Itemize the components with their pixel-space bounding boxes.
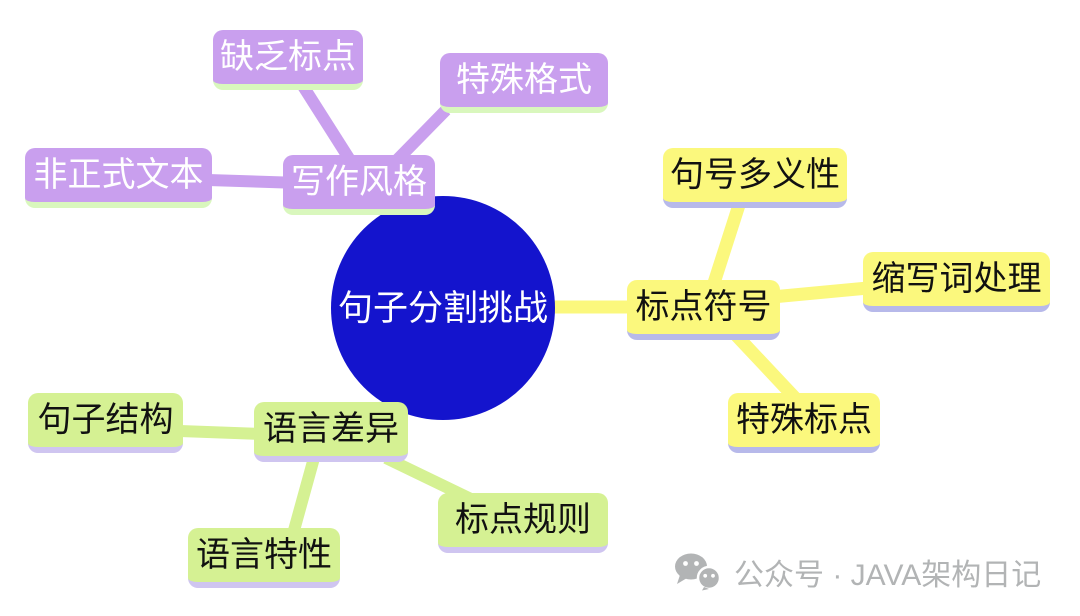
node-label: 缩写词处理: [871, 260, 1042, 298]
node-label: 句号多义性: [670, 156, 840, 194]
node-label: 语言特性: [196, 536, 332, 574]
wechat-icon: [675, 553, 722, 591]
link-abbreviation-handling: [771, 281, 869, 304]
watermark: 公众号 · JAVA架构日记: [674, 550, 1041, 594]
node-label: 写作风格: [291, 163, 427, 201]
node-special-punctuation: 特殊标点: [728, 393, 880, 453]
node-abbreviation-handling: 缩写词处理: [863, 252, 1050, 312]
node-label: 特殊格式: [456, 61, 592, 99]
node-special-format: 特殊格式: [440, 53, 608, 113]
node-label: 缺乏标点: [220, 38, 356, 76]
node-language-features: 语言特性: [188, 528, 340, 588]
node-informal-text: 非正式文本: [25, 148, 212, 208]
link-lack-punctuation: [297, 82, 356, 164]
node-period-ambiguity: 句号多义性: [663, 148, 847, 208]
node-writing-style: 写作风格: [283, 155, 435, 215]
link-special-punctuation: [730, 329, 802, 405]
node-punctuation-marks: 标点符号: [627, 280, 780, 340]
node-label: 非正式文本: [33, 156, 204, 194]
node-lack-punctuation: 缺乏标点: [213, 30, 363, 90]
link-language-features: [287, 456, 320, 536]
node-label: 特殊标点: [736, 401, 872, 439]
node-sentence-structure: 句子结构: [28, 393, 183, 453]
watermark-text: 公众号 · JAVA架构日记: [734, 559, 1042, 592]
node-label: 标点规则: [455, 501, 591, 539]
node-label: 句子结构: [37, 401, 174, 439]
node-label: 标点符号: [635, 288, 772, 326]
link-special-format: [392, 105, 451, 165]
node-punctuation-rules: 标点规则: [438, 493, 608, 553]
node-label: 语言差异: [263, 410, 399, 448]
link-sentence-structure: [179, 425, 263, 440]
center-topic: 句子分割挑战: [331, 196, 555, 420]
center-topic-label: 句子分割挑战: [337, 288, 548, 328]
link-period-ambiguity: [706, 203, 746, 288]
node-language-differences: 语言差异: [254, 402, 408, 462]
